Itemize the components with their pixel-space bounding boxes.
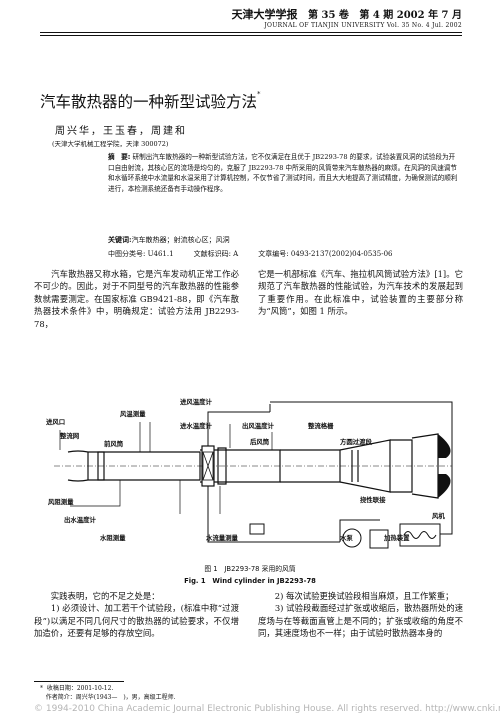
- footnote: * 收稿日期：2001-10-12. 作者简介：周兴华(1943— )，男，高级…: [40, 684, 176, 702]
- doc-code-label: 文献标识码:: [193, 250, 231, 258]
- abstract-label: 摘 要:: [108, 153, 131, 161]
- journal-header-cn: 天津大学学报 第 35 卷 第 4 期 2002 年 7 月: [232, 6, 462, 22]
- footnote-mark: *: [40, 685, 43, 692]
- label-wind-temp: 风温测量: [120, 409, 146, 418]
- paragraph-shortcoming-2: 2) 每次试验更换试验段相当麻烦，且工作繁重；: [258, 591, 454, 601]
- journal-volume: 第 35 卷: [308, 10, 349, 21]
- label-fan: 风机: [432, 511, 445, 520]
- label-out-water-temp: 出水温度计: [64, 515, 97, 524]
- figure-caption-en: Fig. 1 Wind cylinder in JB2293-78: [184, 577, 316, 585]
- water-circuit: [207, 401, 453, 549]
- label-in-water-temp: 进水温度计: [180, 421, 213, 430]
- header-rule-thin: [40, 35, 462, 36]
- journal-header-en: JOURNAL OF TIANJIN UNIVERSITY Vol. 35 No…: [264, 22, 462, 29]
- paper-title: 汽车散热器的一种新型试验方法*: [40, 90, 261, 112]
- label-water-flow: 水流量测量: [206, 533, 239, 542]
- label-bellows: 挠性联接: [360, 495, 386, 504]
- doc-code-value: A: [233, 250, 239, 258]
- label-grid: 整流格栅: [307, 421, 334, 430]
- copyright-watermark: © 1994-2010 China Academic Journal Elect…: [34, 704, 500, 714]
- measure-lines: [59, 422, 273, 514]
- paper-affiliation: (天津大学机械工程学院，天津 300072): [52, 140, 169, 148]
- label-rear-duct: 后风筒: [250, 437, 270, 446]
- label-inlet: 进风口: [46, 417, 65, 426]
- title-footnote-mark: *: [257, 90, 261, 98]
- label-wind-pressure: 风阻测量: [48, 497, 74, 506]
- figure-wind-cylinder: 进风口 整流网 前风筒 风温测量 进风温度计 进水温度计 出风温度计 后风筒 整…: [46, 397, 453, 549]
- keywords-text: 汽车散热器；射流核心区；风洞: [131, 236, 230, 244]
- abstract: 摘 要: 研制出汽车散热器的一种新型试验方法，它不仅满足在且优于 JB2293-…: [108, 152, 458, 194]
- label-pump: 水泵: [340, 533, 353, 542]
- paper-title-text: 汽车散热器的一种新型试验方法: [40, 93, 258, 111]
- label-water-resistance: 水阻测量: [100, 533, 126, 542]
- radiator-core: [202, 451, 214, 481]
- journal-name: 天津大学学报: [231, 8, 298, 21]
- body-column-1-intro: 汽车散热器又称水箱，它是汽车发动机正常工作必不可少的。因此，对于不同型号的汽车散…: [34, 269, 239, 329]
- body-column-2-list: 2) 每次试验更换试验段相当麻烦，且工作繁重； 3) 试验段截面经过扩张或收缩后…: [258, 590, 463, 640]
- clc-value: U461.1: [147, 250, 174, 258]
- header-rule: [40, 32, 462, 33]
- article-no-value: 0493-2137(2002)04-0535-06: [290, 250, 393, 258]
- label-transition: 方圆过渡段: [340, 437, 373, 446]
- body-column-1-list: 实践表明，它的不足之处是： 1) 必须设计、加工若干个试验段，(标准中称“过渡段…: [34, 590, 239, 640]
- keywords-label: 关键词:: [108, 235, 132, 244]
- paragraph-shortcomings-intro: 实践表明，它的不足之处是：: [34, 591, 160, 601]
- label-rectifier: 整流网: [59, 431, 79, 440]
- label-in-water-temp-gauge: 进风温度计: [180, 397, 213, 406]
- figure-caption-cn: 图 1 JB2293-78 采用的风筒: [204, 565, 296, 573]
- classification-line: 中图分类号: U461.1 文献标识码: A 文章编号: 0493-2137(2…: [108, 249, 393, 259]
- fan-blade-icon: [438, 434, 451, 498]
- paragraph-shortcoming-3: 3) 试验段截面经过扩张或收缩后，散热器所处的速度场与在等截面直管上是不同的；扩…: [258, 603, 463, 639]
- paper-authors: 周兴华，王玉春，周建和: [55, 126, 187, 137]
- footnote-received: 收稿日期：2001-10-12.: [46, 685, 114, 692]
- body-column-2-intro: 它是一机部标准《汽车、拖拉机风筒试验方法》[1]。它规范了汽车散热器的性能试验，…: [258, 269, 463, 317]
- paragraph-shortcoming-1: 1) 必须设计、加工若干个试验段，(标准中称“过渡段”)以满足不同几何尺寸的散热…: [34, 603, 239, 639]
- label-out-wind-temp: 出风温度计: [242, 421, 275, 430]
- clc-label: 中图分类号:: [108, 250, 146, 258]
- footnote-rule: [34, 681, 124, 682]
- article-no-label: 文章编号:: [258, 250, 289, 258]
- label-front-duct: 前风筒: [104, 439, 124, 448]
- abstract-text: 研制出汽车散热器的一种新型试验方法，它不仅满足在且优于 JB2293-78 的要…: [108, 153, 458, 193]
- footnote-author-bio: 作者简介：周兴华(1943— )，男，高级工程师.: [45, 694, 176, 701]
- journal-issue: 第 4 期 2002 年 7 月: [359, 10, 462, 21]
- keywords: 关键词:汽车散热器；射流核心区；风洞: [108, 235, 230, 245]
- label-heater: 加热装置: [383, 533, 410, 542]
